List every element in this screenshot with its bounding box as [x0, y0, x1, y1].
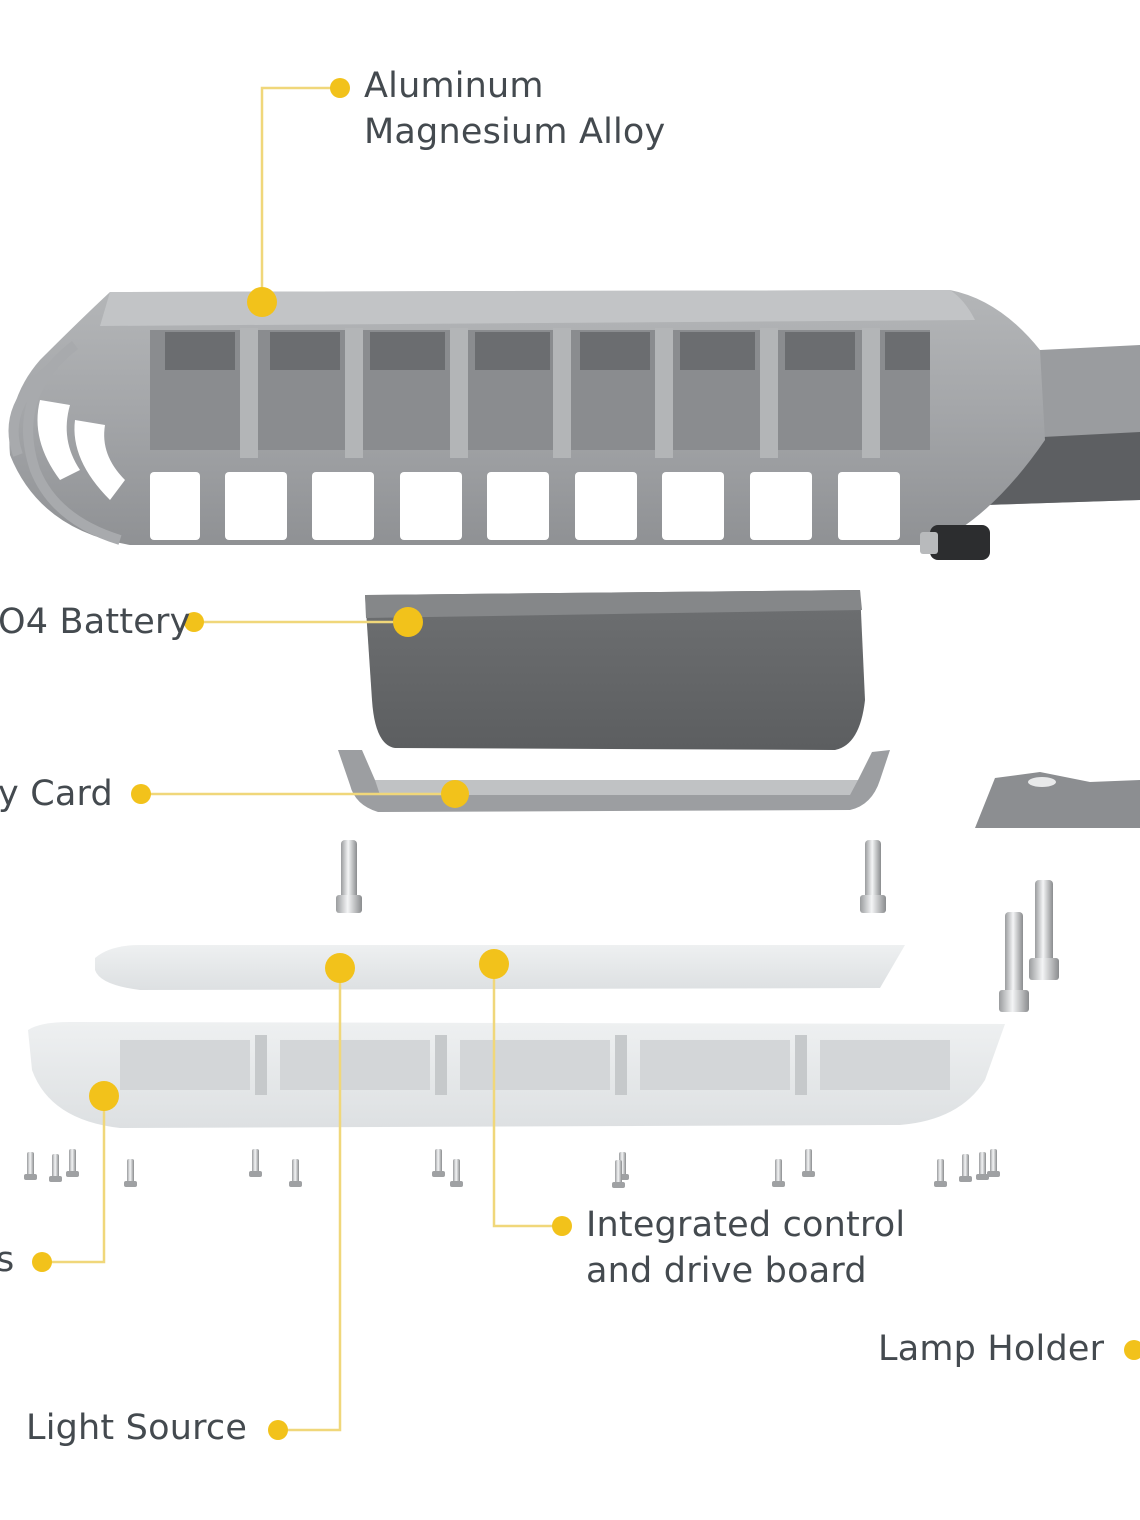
long-screw-icon: [336, 840, 362, 913]
leader-light-source: [278, 970, 342, 1432]
small-screw-icon: [289, 1159, 302, 1187]
label-aluminum-line2: Magnesium Alloy: [364, 112, 666, 152]
small-screw-icon: [450, 1159, 463, 1187]
label-light-source: Light Source: [26, 1408, 248, 1448]
small-screw-icon: [959, 1154, 972, 1182]
small-screw-icon: [976, 1152, 989, 1180]
dot-light-part: [325, 953, 355, 983]
dot-battery-label: [184, 612, 204, 632]
leader-lines: [42, 86, 562, 1432]
leader-screws: [42, 1096, 106, 1264]
small-screw-icon: [802, 1149, 815, 1177]
dot-board-label: [552, 1216, 572, 1236]
small-screw-icon: [124, 1159, 137, 1187]
label-battery: O4 Battery: [0, 602, 191, 642]
dot-light-label: [268, 1420, 288, 1440]
leader-control-board: [492, 964, 562, 1228]
dot-board-part: [479, 949, 509, 979]
label-battery-card: y Card: [0, 774, 113, 814]
small-screw-icon: [249, 1149, 262, 1177]
lens-cover-part: [28, 1022, 1005, 1128]
long-screw-icon: [1029, 880, 1059, 980]
small-screw-icon: [66, 1149, 79, 1177]
label-screws: s: [0, 1240, 15, 1280]
small-screws-group: [24, 1149, 1000, 1188]
small-screw-icon: [772, 1159, 785, 1187]
dot-card-part: [441, 780, 469, 808]
label-control-board-line1: Integrated control: [586, 1205, 906, 1245]
lamp-holder-part: [975, 772, 1140, 828]
small-screw-icon: [612, 1160, 625, 1188]
label-control-board-line2: and drive board: [586, 1251, 867, 1291]
long-screw-icon: [860, 840, 886, 913]
small-screw-icon: [934, 1159, 947, 1187]
dot-battery-part: [393, 607, 423, 637]
small-screw-icon: [987, 1149, 1000, 1177]
dot-aluminum-label: [330, 78, 350, 98]
small-screw-icon: [49, 1154, 62, 1182]
battery-card-part: [338, 750, 890, 812]
label-aluminum-line1: Aluminum: [364, 66, 544, 106]
dot-screws-label: [32, 1252, 52, 1272]
dot-card-label: [131, 784, 151, 804]
housing-part: [8, 290, 1140, 560]
dot-aluminum-part: [247, 287, 277, 317]
callout-dots: [32, 78, 1140, 1440]
battery-part: [365, 590, 865, 750]
dot-lampholder-label: [1124, 1340, 1140, 1360]
long-screw-icon: [999, 912, 1029, 1012]
leader-aluminum: [260, 86, 340, 302]
small-screw-icon: [432, 1149, 445, 1177]
label-lamp-holder: Lamp Holder: [878, 1329, 1105, 1369]
small-screw-icon: [24, 1152, 37, 1180]
dot-screws-part: [89, 1081, 119, 1111]
